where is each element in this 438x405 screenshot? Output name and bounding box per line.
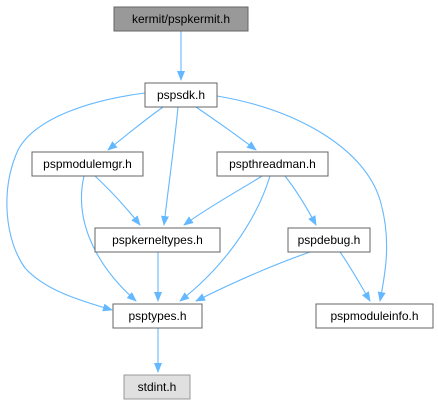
edge-pspsdk-to-pspmodulemgr xyxy=(107,106,164,151)
node-psptypes[interactable]: psptypes.h xyxy=(112,303,203,329)
node-pspmodulemgr[interactable]: pspmodulemgr.h xyxy=(31,151,144,177)
edge-pspthreadman-to-pspdebug xyxy=(284,175,317,226)
node-pspsdk[interactable]: pspsdk.h xyxy=(144,82,218,108)
node-pspkerneltypes[interactable]: pspkerneltypes.h xyxy=(94,227,221,253)
node-kermit_pspkermit[interactable]: kermit/pspkermit.h xyxy=(113,6,249,32)
edge-pspthreadman-to-psptypes xyxy=(179,175,271,302)
node-label: stdint.h xyxy=(138,380,177,394)
node-label: pspmoduleinfo.h xyxy=(330,309,418,323)
node-label: psptypes.h xyxy=(128,309,186,323)
node-box xyxy=(123,374,191,400)
node-label: pspkerneltypes.h xyxy=(112,233,203,247)
edge-pspthreadman-to-pspkerneltypes xyxy=(183,175,263,226)
edge-pspsdk-to-pspmoduleinfo xyxy=(216,95,388,302)
edge-pspmodulemgr-to-psptypes xyxy=(81,175,137,302)
node-pspmoduleinfo[interactable]: pspmoduleinfo.h xyxy=(315,303,434,329)
node-box xyxy=(94,227,221,253)
node-box xyxy=(113,6,249,32)
edge-pspdebug-to-psptypes xyxy=(195,251,311,302)
node-label: pspmodulemgr.h xyxy=(43,157,132,171)
edge-pspsdk-to-pspkerneltypes xyxy=(161,106,179,226)
edges-layer xyxy=(6,30,388,373)
edge-pspmodulemgr-to-pspkerneltypes xyxy=(94,175,141,226)
node-box xyxy=(112,303,203,329)
node-box xyxy=(144,82,218,108)
node-label: pspthreadman.h xyxy=(229,157,316,171)
node-label: pspdebug.h xyxy=(298,233,361,247)
node-box xyxy=(315,303,434,329)
node-box xyxy=(31,151,144,177)
edge-pspdebug-to-pspmoduleinfo xyxy=(339,251,371,302)
node-pspthreadman[interactable]: pspthreadman.h xyxy=(216,151,329,177)
edge-pspsdk-to-psptypes xyxy=(6,92,146,312)
node-label: kermit/pspkermit.h xyxy=(132,12,230,26)
nodes-layer: kermit/pspkermit.h pspsdk.h pspmodulemgr.h… xyxy=(31,6,434,400)
node-box xyxy=(216,151,329,177)
edge-pspsdk-to-pspthreadman xyxy=(195,106,257,151)
node-stdint[interactable]: stdint.h xyxy=(123,374,191,400)
node-label: pspsdk.h xyxy=(157,88,205,102)
node-pspdebug[interactable]: pspdebug.h xyxy=(287,227,371,253)
node-box xyxy=(287,227,371,253)
